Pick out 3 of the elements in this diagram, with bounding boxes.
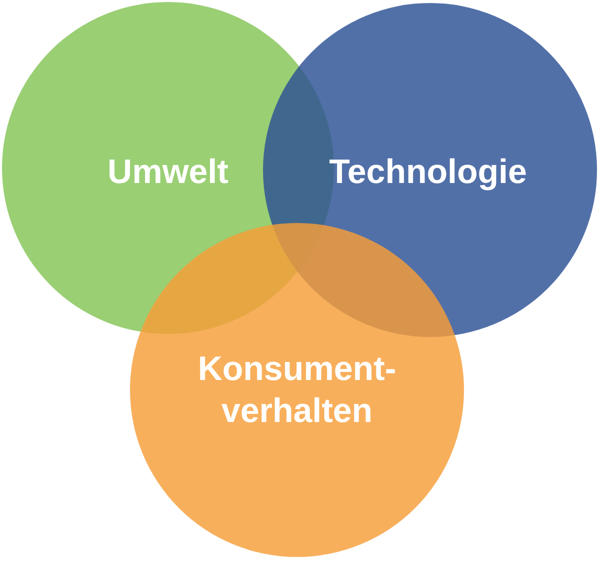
circle-label: Umwelt: [108, 152, 228, 193]
circle-label: Technologie: [329, 152, 527, 193]
circle-label: Konsument- verhalten: [196, 349, 398, 432]
